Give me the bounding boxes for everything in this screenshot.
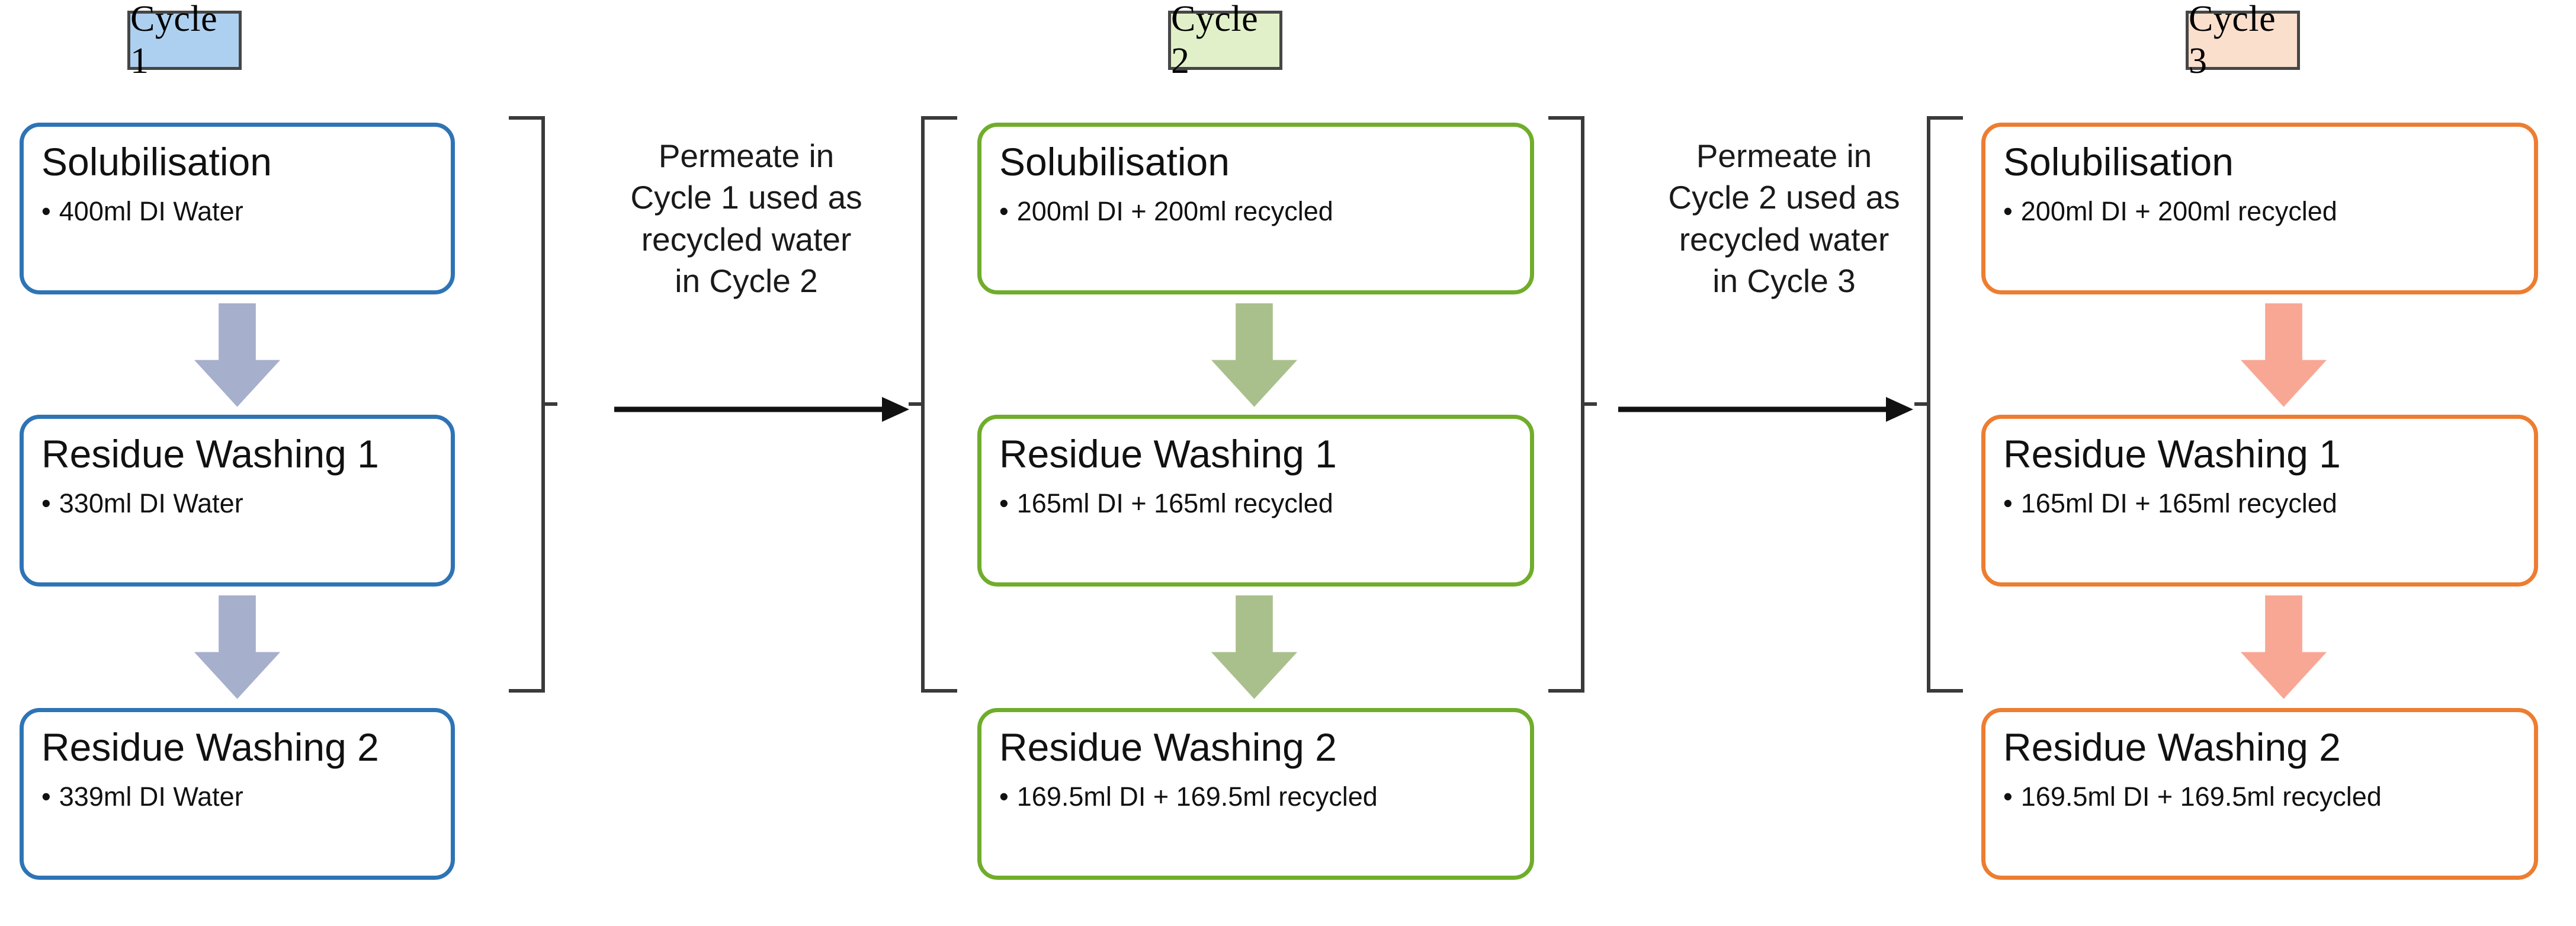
connector-2-line-2: Cycle 2 used as (1668, 179, 1900, 216)
bullet-dot-icon: • (2003, 196, 2013, 227)
cycle-3-badge: Cycle 3 (2186, 0, 2300, 81)
cycle-1-arrow-1-down-icon (188, 303, 286, 409)
cycle-3-arrow-2-down-icon (2235, 595, 2333, 701)
cycle-2-step-2-bullet-text: 165ml DI + 165ml recycled (1016, 488, 1333, 519)
cycle-2-step-3-box[interactable]: Residue Washing 2 • 169.5ml DI + 169.5ml… (977, 708, 1534, 880)
cycle-1-step-1-bullet: • 400ml DI Water (41, 196, 433, 227)
cycle-1-step-3-box[interactable]: Residue Washing 2 • 339ml DI Water (20, 708, 455, 880)
connector-1-line-3: recycled water (641, 220, 852, 258)
bullet-dot-icon: • (999, 488, 1009, 519)
connector-1-caption: Permeate in Cycle 1 used as recycled wat… (586, 135, 906, 302)
cycle-2-arrow-1-down-icon (1205, 303, 1303, 409)
cycle-3-step-2-bullet: • 165ml DI + 165ml recycled (2003, 488, 2516, 519)
connector-2-caption: Permeate in Cycle 2 used as recycled wat… (1624, 135, 1944, 302)
cycle-2-closing-bracket (1546, 116, 1599, 693)
cycle-1-step-3-bullet-text: 339ml DI Water (59, 781, 243, 812)
cycle-1-closing-bracket (506, 116, 560, 693)
connector-1-arrow-right-icon (613, 391, 909, 428)
cycle-3-opening-bracket (1912, 116, 1965, 693)
cycle-1-badge-label: Cycle 1 (130, 0, 218, 81)
cycle-2-badge-label: Cycle 2 (1171, 0, 1259, 81)
connector-1-line-4: in Cycle 2 (675, 262, 818, 300)
cycle-1-step-2-title: Residue Washing 1 (41, 432, 379, 476)
bullet-dot-icon: • (2003, 488, 2013, 519)
cycle-2-step-1-bullet-text: 200ml DI + 200ml recycled (1016, 196, 1333, 227)
connector-1-line-2: Cycle 1 used as (630, 179, 862, 216)
cycle-1-step-2-bullet: • 330ml DI Water (41, 488, 433, 519)
bullet-dot-icon: • (2003, 781, 2013, 812)
bullet-dot-icon: • (41, 488, 51, 519)
cycle-2-step-1-title: Solubilisation (999, 140, 1230, 184)
cycle-2-step-1-bullet: • 200ml DI + 200ml recycled (999, 196, 1512, 227)
cycle-3-step-2-bullet-text: 165ml DI + 165ml recycled (2020, 488, 2337, 519)
cycle-1-arrow-2-down-icon (188, 595, 286, 701)
bullet-dot-icon: • (41, 781, 51, 812)
cycle-3-step-2-title: Residue Washing 1 (2003, 432, 2341, 476)
cycle-2-step-3-bullet: • 169.5ml DI + 169.5ml recycled (999, 781, 1512, 812)
cycle-1-badge: Cycle 1 (127, 0, 242, 81)
cycle-3-step-2-box[interactable]: Residue Washing 1 • 165ml DI + 165ml rec… (1981, 415, 2538, 587)
cycle-3-step-3-bullet: • 169.5ml DI + 169.5ml recycled (2003, 781, 2516, 812)
cycle-3-arrow-1-down-icon (2235, 303, 2333, 409)
connector-2-line-4: in Cycle 3 (1712, 262, 1856, 300)
cycle-1-step-1-box[interactable]: Solubilisation • 400ml DI Water (20, 123, 455, 294)
cycle-2-opening-bracket (906, 116, 960, 693)
bullet-dot-icon: • (41, 196, 51, 227)
cycle-3-step-1-bullet-text: 200ml DI + 200ml recycled (2020, 196, 2337, 227)
cycle-1-step-3-bullet: • 339ml DI Water (41, 781, 433, 812)
cycle-1-step-1-title: Solubilisation (41, 140, 272, 184)
cycle-3-step-3-box[interactable]: Residue Washing 2 • 169.5ml DI + 169.5ml… (1981, 708, 2538, 880)
cycle-3-badge-label: Cycle 3 (2189, 0, 2276, 81)
cycle-1-step-3-title: Residue Washing 2 (41, 725, 379, 769)
cycle-2-badge: Cycle 2 (1168, 0, 1282, 81)
connector-2-arrow-right-icon (1617, 391, 1913, 428)
bullet-dot-icon: • (999, 781, 1009, 812)
cycle-2-step-1-box[interactable]: Solubilisation • 200ml DI + 200ml recycl… (977, 123, 1534, 294)
cycle-1-step-2-bullet-text: 330ml DI Water (59, 488, 243, 519)
cycle-1-step-2-box[interactable]: Residue Washing 1 • 330ml DI Water (20, 415, 455, 587)
cycle-3-step-3-bullet-text: 169.5ml DI + 169.5ml recycled (2020, 781, 2382, 812)
cycle-2-step-2-bullet: • 165ml DI + 165ml recycled (999, 488, 1512, 519)
cycle-2-step-3-bullet-text: 169.5ml DI + 169.5ml recycled (1016, 781, 1378, 812)
cycle-3-step-1-box[interactable]: Solubilisation • 200ml DI + 200ml recycl… (1981, 123, 2538, 294)
connector-1-line-1: Permeate in (658, 137, 835, 174)
cycle-3-step-3-title: Residue Washing 2 (2003, 725, 2341, 769)
cycle-2-step-2-box[interactable]: Residue Washing 1 • 165ml DI + 165ml rec… (977, 415, 1534, 587)
connector-2-line-3: recycled water (1679, 220, 1890, 258)
cycle-3-step-1-title: Solubilisation (2003, 140, 2234, 184)
cycle-2-step-3-title: Residue Washing 2 (999, 725, 1337, 769)
bullet-dot-icon: • (999, 196, 1009, 227)
cycle-2-step-2-title: Residue Washing 1 (999, 432, 1337, 476)
cycle-1-step-1-bullet-text: 400ml DI Water (59, 196, 243, 227)
cycle-2-arrow-2-down-icon (1205, 595, 1303, 701)
connector-2-line-1: Permeate in (1696, 137, 1872, 174)
cycle-3-step-1-bullet: • 200ml DI + 200ml recycled (2003, 196, 2516, 227)
